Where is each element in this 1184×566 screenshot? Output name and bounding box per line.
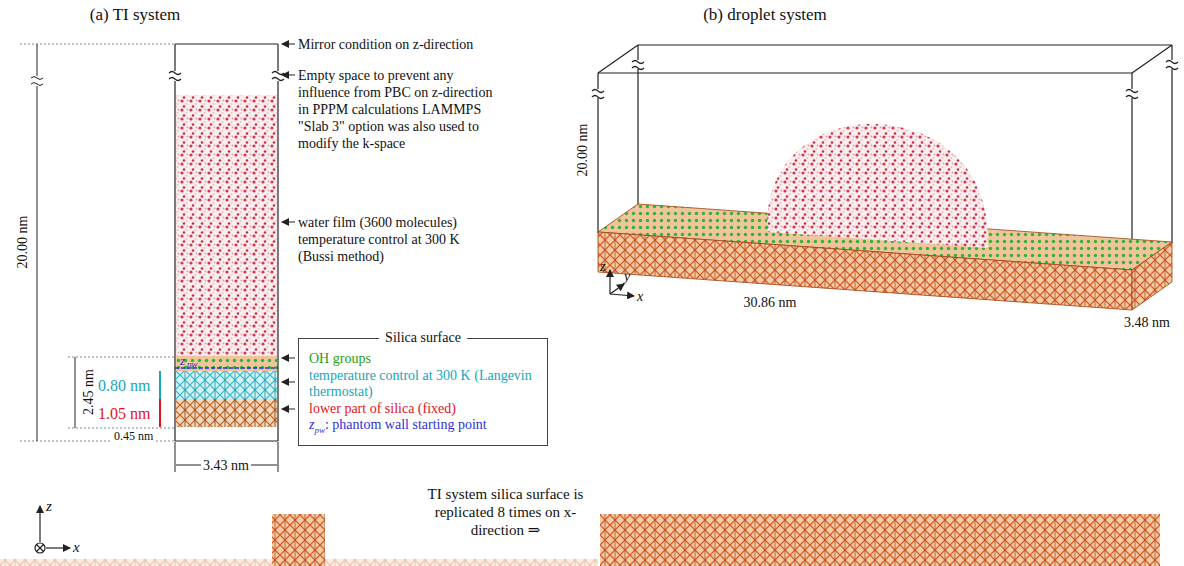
legend-text: temperature control at 300 K (Langevin t… xyxy=(309,368,537,401)
art-part xyxy=(37,545,44,552)
art-part xyxy=(609,270,610,294)
fixed-layer xyxy=(176,399,277,427)
axis-label: z xyxy=(600,258,605,275)
art-part xyxy=(282,75,295,76)
art-part xyxy=(175,442,176,472)
box-heading: Silica surface xyxy=(379,329,467,347)
art-part xyxy=(175,440,278,441)
art-part xyxy=(1132,45,1172,73)
art-part xyxy=(282,358,295,359)
legend-text: : phantom wall starting point xyxy=(325,417,487,432)
art-part xyxy=(637,69,638,205)
art-part xyxy=(282,382,295,383)
art-part xyxy=(46,547,70,548)
axis-label: x xyxy=(73,538,80,556)
art-part xyxy=(277,44,278,71)
art-part xyxy=(1171,69,1172,243)
thermostat-layer xyxy=(176,371,277,399)
annotation: Mirror condition on z-direction xyxy=(298,36,473,53)
strip-droplet xyxy=(600,514,1160,566)
art-part xyxy=(37,86,38,441)
legend-box: Silica surfaceOH groupstemperature contr… xyxy=(298,338,548,446)
art-part xyxy=(175,43,278,44)
panel-title: (b) droplet system xyxy=(703,5,827,25)
replication-note: TI system silica surface is replicated 8… xyxy=(418,485,593,539)
art-part xyxy=(592,90,604,99)
legend-text: pw xyxy=(314,425,325,435)
art-part xyxy=(278,442,279,472)
art-part xyxy=(638,44,1172,45)
legend-text: OH groups xyxy=(309,351,537,368)
panel-title: (a) TI system xyxy=(90,5,180,25)
leader-arrows xyxy=(282,44,295,409)
axes-right xyxy=(610,270,634,296)
dimension-0.80 xyxy=(159,371,161,399)
water-film xyxy=(176,95,277,357)
droplet-box-outline xyxy=(592,45,1178,271)
art-part xyxy=(598,72,1132,73)
dimension-1.05 xyxy=(159,399,161,427)
dimension-guides xyxy=(20,44,174,441)
dimension-label: 3.43 nm xyxy=(201,457,251,474)
legend-line: zpw: phantom wall starting point xyxy=(309,417,537,438)
art-part xyxy=(39,506,40,542)
dimension-lines xyxy=(31,44,278,472)
water-droplet xyxy=(768,124,989,248)
art-part xyxy=(598,45,638,73)
art-part xyxy=(31,77,43,86)
dimension-label: 0.80 nm xyxy=(98,376,150,395)
dimension-label: 2.45 nm xyxy=(80,369,97,415)
art-part xyxy=(282,222,295,223)
legend-text: lower part of silica (fixed) xyxy=(309,401,537,418)
oh-layer xyxy=(176,356,277,371)
legend-text: z xyxy=(309,417,314,432)
art-part xyxy=(597,73,598,89)
art-part xyxy=(282,44,295,45)
phantom-wall-subscript: pw xyxy=(187,359,198,370)
slab-side xyxy=(1132,242,1172,310)
strip-ti xyxy=(272,514,325,566)
annotation: water film (3600 molecules) temperature … xyxy=(298,214,488,265)
ti-box-outline xyxy=(169,44,284,441)
art-part xyxy=(174,44,175,71)
art-part xyxy=(169,72,181,81)
art-part xyxy=(1131,73,1132,89)
phantom-wall-label: z xyxy=(180,353,185,369)
art-part xyxy=(68,357,174,358)
art-part xyxy=(610,284,624,294)
art-part xyxy=(632,61,644,70)
dimension-label: 30.86 nm xyxy=(744,294,797,311)
art-part xyxy=(272,72,284,81)
art-part xyxy=(282,409,295,410)
slab-front xyxy=(598,232,1132,310)
art-part xyxy=(37,44,38,76)
axis-label: z xyxy=(46,497,52,515)
art-part xyxy=(637,45,638,60)
annotation: Empty space to prevent any influence fro… xyxy=(298,67,503,152)
dimension-label: 0.45 nm xyxy=(112,429,155,443)
dimension-label: 20.00 nm xyxy=(574,124,591,177)
axes-left xyxy=(35,506,70,553)
art-part xyxy=(1171,45,1172,60)
art-part xyxy=(35,543,45,553)
art-part xyxy=(277,81,278,441)
art-part xyxy=(610,294,634,296)
art-part xyxy=(1126,90,1138,99)
axis-label: x xyxy=(637,288,643,305)
dimension-label: 3.48 nm xyxy=(1124,314,1170,331)
dimension-label: 1.05 nm xyxy=(98,404,150,423)
dimension-label: 20.00 nm xyxy=(14,216,31,269)
art-part xyxy=(1166,61,1178,70)
art-part xyxy=(20,44,174,45)
art-part xyxy=(174,81,175,441)
art-part xyxy=(597,98,598,233)
art-part xyxy=(75,357,76,428)
axis-label: y xyxy=(624,268,630,285)
